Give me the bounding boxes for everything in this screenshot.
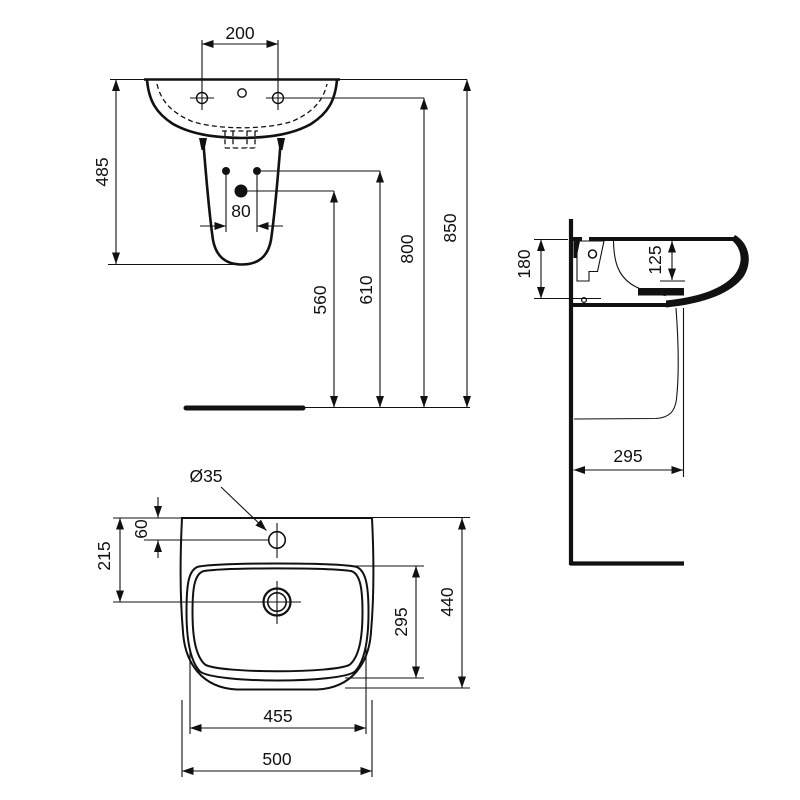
dim-label-440: 440: [437, 587, 457, 616]
dim-label-200: 200: [225, 23, 254, 43]
dim-tap-offset: 60: [131, 497, 162, 558]
dim-rim-height: 850: [440, 79, 471, 408]
dim-label-80: 80: [231, 201, 251, 221]
bowl-front-shell: [666, 235, 749, 308]
dim-tap-centres: 200: [202, 23, 278, 48]
dim-label-215: 215: [94, 541, 114, 570]
dim-tap-height: 800: [397, 98, 428, 408]
pedestal-outline-side: [573, 307, 679, 420]
dim-label-800: 800: [397, 234, 417, 263]
dim-pedestal-bottom-height: 485: [92, 79, 246, 266]
dim-label-295-side: 295: [613, 446, 642, 466]
dim-overall-width: 500: [181, 700, 373, 777]
dim-tap-hole-diameter: Ø35: [189, 466, 267, 531]
bracket-hole: [587, 249, 598, 259]
fixing-hole-left: [222, 167, 230, 175]
front-view: 200 485 80 560 610 800: [92, 23, 471, 411]
hidden-bracket-detail: [222, 130, 258, 149]
dim-label-610: 610: [356, 275, 376, 304]
dim-fixing-centres: 80: [200, 175, 283, 232]
fixing-bracket-side: [576, 240, 605, 282]
side-view: 180 125 295: [514, 219, 749, 566]
dim-label-485: 485: [92, 157, 112, 186]
dim-label-dia35: Ø35: [189, 466, 222, 486]
dim-bowl-front-to-back: 295: [345, 565, 424, 679]
dim-outlet-height: 560: [310, 191, 338, 408]
dim-label-60: 60: [131, 519, 151, 539]
dim-label-500: 500: [262, 749, 291, 769]
dim-label-180: 180: [514, 249, 534, 278]
dim-overall-depth: 440: [345, 516, 470, 689]
dim-fixing-height: 610: [356, 171, 384, 408]
dim-label-295-plan: 295: [391, 607, 411, 636]
basin-inner-hidden-edge: [156, 83, 328, 129]
rim-slot: [582, 234, 589, 244]
plan-view: 60 215 Ø35 295 440: [94, 466, 470, 777]
dim-projection: 295: [573, 446, 683, 474]
dim-label-850: 850: [440, 213, 460, 242]
bowl-rim-outer: [185, 562, 370, 682]
outlet-shelf: [638, 288, 684, 296]
dim-bowl-width: 455: [189, 648, 367, 734]
dim-bowl-depth-side: 125: [645, 241, 685, 282]
dim-label-455: 455: [263, 706, 292, 726]
dim-outlet-offset: 215: [94, 518, 124, 602]
basin-outline-front: [145, 79, 339, 140]
overflow-hole: [237, 88, 247, 98]
dim-label-560: 560: [310, 285, 330, 314]
dim-label-125: 125: [645, 245, 665, 274]
basin-outline-plan: [179, 517, 375, 691]
dim-back-depth: 180: [514, 238, 601, 300]
bowl-rim-inner: [191, 567, 364, 673]
